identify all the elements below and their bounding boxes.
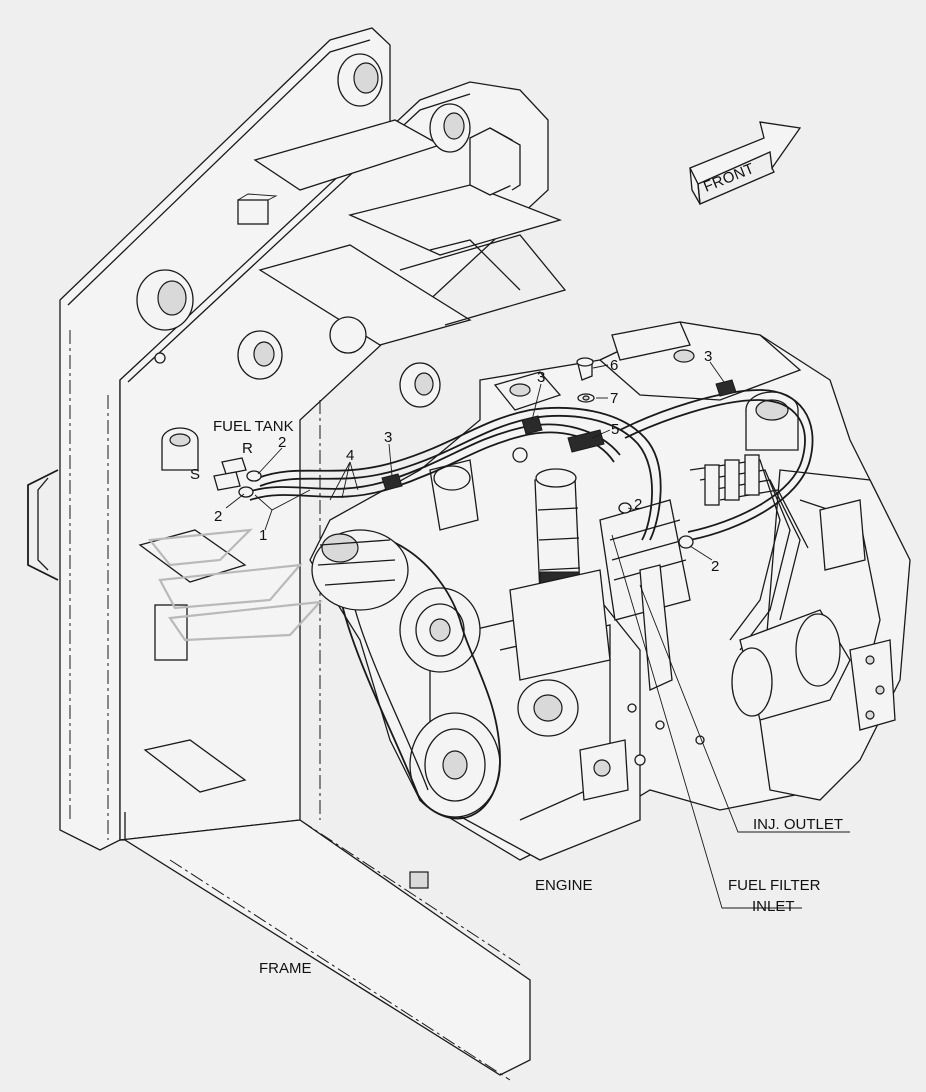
- frame-label: FRAME: [259, 960, 312, 977]
- callout-1: 1: [259, 527, 267, 544]
- fuel-filter-inlet-label-line1: FUEL FILTER: [728, 877, 821, 894]
- return-label: R: [242, 440, 253, 457]
- inj-outlet-label: INJ. OUTLET: [753, 816, 843, 833]
- fuel-filter-inlet-label-line2: INLET: [752, 898, 795, 915]
- callout-2b: 2: [214, 508, 222, 525]
- supply-label: S: [190, 466, 200, 483]
- engine-block: [309, 321, 911, 861]
- engine-label: ENGINE: [535, 877, 593, 894]
- callout-2d: 2: [711, 558, 719, 575]
- callout-7: 7: [610, 390, 618, 407]
- callout-6: 6: [610, 357, 618, 374]
- frame-structure: [27, 27, 567, 1081]
- text-labels: FUEL TANK R S 2 2 1 4 3 3 3 6 7 5 2 2 IN…: [190, 348, 843, 977]
- callout-3c: 3: [704, 348, 712, 365]
- front-direction-arrow: FRONT: [689, 121, 802, 205]
- callout-3b: 3: [537, 369, 545, 386]
- callout-4: 4: [346, 447, 354, 464]
- callout-3a: 3: [384, 429, 392, 446]
- callout-5: 5: [611, 421, 619, 438]
- callout-2c: 2: [634, 496, 642, 513]
- leader-lines: [225, 361, 850, 909]
- fuel-hoses: [213, 357, 814, 549]
- callout-2a: 2: [278, 434, 286, 451]
- fuel-tank-label: FUEL TANK: [213, 418, 294, 435]
